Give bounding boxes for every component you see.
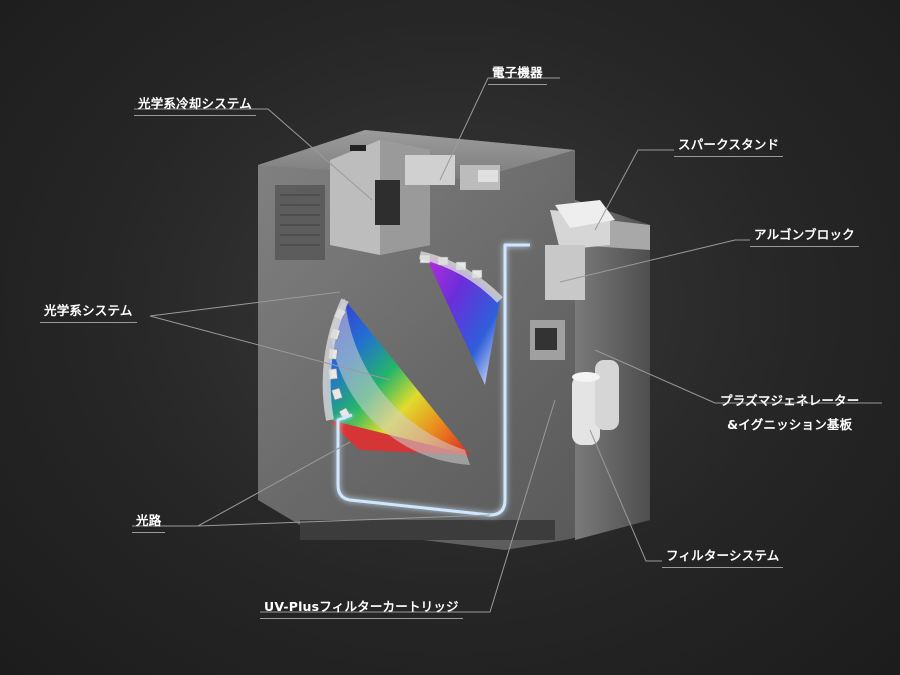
label-filter-system: フィルターシステム [662, 545, 784, 568]
label-spark-stand-text: スパークスタンド [678, 137, 780, 152]
label-electronics-text: 電子機器 [492, 65, 543, 80]
label-optical-system-text: 光学系システム [44, 303, 133, 318]
label-underline [674, 156, 784, 157]
label-optical-cooling-text: 光学系冷却システム [138, 96, 252, 111]
label-light-path-text: 光路 [136, 513, 162, 528]
label-argon-block-text: アルゴンブロック [754, 227, 855, 242]
label-plasma-generator: プラズマジェネレーター &イグニッション基板 [720, 389, 859, 437]
optical-system [322, 251, 503, 465]
label-underline [134, 115, 256, 116]
label-optical-cooling: 光学系冷却システム [134, 93, 256, 116]
label-underline [40, 322, 137, 323]
label-underline [260, 618, 463, 619]
label-underline [488, 84, 547, 85]
label-spark-stand: スパークスタンド [674, 134, 784, 157]
label-uv-plus-text: UV-Plusフィルターカートリッジ [264, 599, 459, 614]
label-filter-system-text: フィルターシステム [666, 548, 780, 563]
leader-lines [132, 77, 882, 613]
light-path-tube [336, 243, 530, 517]
label-underline [750, 246, 859, 247]
label-underline [132, 532, 166, 533]
label-uv-plus-cartridge: UV-Plusフィルターカートリッジ [260, 596, 463, 619]
label-plasma-line2: &イグニッション基板 [727, 417, 853, 432]
cabinet [258, 130, 650, 550]
label-electronics: 電子機器 [488, 62, 547, 85]
electronics-block [405, 155, 500, 190]
label-optical-system: 光学系システム [40, 300, 137, 323]
label-light-path: 光路 [132, 510, 166, 533]
label-underline [662, 567, 784, 568]
label-plasma-line1: プラズマジェネレーター [720, 393, 860, 408]
label-argon-block: アルゴンブロック [750, 224, 859, 247]
filter-cylinders [572, 360, 619, 445]
